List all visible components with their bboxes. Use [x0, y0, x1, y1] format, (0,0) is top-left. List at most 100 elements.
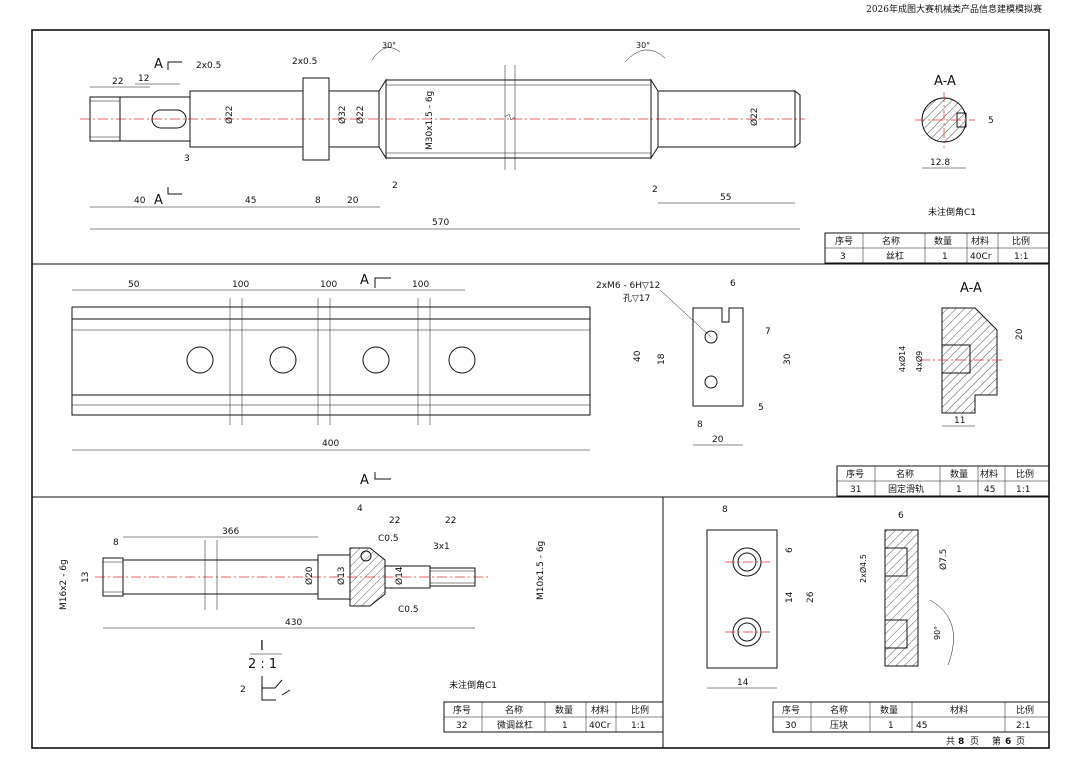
- svg-text:32: 32: [456, 721, 467, 731]
- svg-text:4xØ14: 4xØ14: [897, 346, 907, 372]
- svg-text:4xØ9: 4xØ9: [914, 351, 924, 372]
- svg-text:12.8: 12.8: [930, 158, 950, 168]
- svg-text:40: 40: [134, 196, 146, 206]
- svg-text:A: A: [154, 193, 163, 208]
- svg-text:名称: 名称: [830, 704, 848, 716]
- svg-text:2: 2: [392, 181, 398, 191]
- svg-text:M16x2 - 6g: M16x2 - 6g: [59, 559, 69, 610]
- svg-text:材料: 材料: [980, 468, 998, 480]
- svg-text:100: 100: [412, 280, 429, 290]
- svg-text:序号: 序号: [835, 235, 853, 247]
- svg-text:400: 400: [322, 439, 339, 449]
- svg-text:2x0.5: 2x0.5: [292, 57, 317, 67]
- svg-text:8: 8: [722, 505, 728, 515]
- svg-text:22: 22: [112, 77, 123, 87]
- svg-text:2:1: 2:1: [1016, 721, 1030, 731]
- svg-text:1: 1: [942, 252, 948, 262]
- svg-text:材料: 材料: [591, 704, 609, 716]
- svg-text:55: 55: [720, 193, 731, 203]
- part3-drawing: 22 12 A 2x0.5 2x0.5 30° 30° Ø22 Ø32 Ø22 …: [80, 41, 994, 230]
- svg-text:Ø7.5: Ø7.5: [938, 549, 949, 570]
- svg-text:20: 20: [347, 196, 359, 206]
- svg-text:1:1: 1:1: [631, 721, 645, 731]
- svg-text:名称: 名称: [882, 235, 900, 247]
- part30-drawing: 8 6 26 14 14 6 2xØ4.5 Ø7.5 90°: [706, 505, 954, 689]
- svg-text:序号: 序号: [846, 468, 864, 480]
- svg-text:孔▽17: 孔▽17: [623, 293, 650, 304]
- sheet-border: [31, 29, 1050, 749]
- svg-text:名称: 名称: [505, 704, 523, 716]
- svg-text:Ø20: Ø20: [304, 566, 315, 585]
- competition-title: 2026年成图大赛机械类产品信息建模模拟赛: [866, 5, 1042, 15]
- svg-text:3: 3: [840, 252, 846, 262]
- part32-title-block: 序号 名称 数量 材料 比例 32 微调丝杠 1 40Cr 1:1: [443, 701, 664, 733]
- svg-text:Ø14: Ø14: [394, 566, 405, 585]
- svg-text:页: 页: [1016, 736, 1025, 747]
- svg-text:8: 8: [315, 196, 321, 206]
- svg-text:100: 100: [320, 280, 337, 290]
- svg-text:2xM6 - 6H▽12: 2xM6 - 6H▽12: [596, 281, 660, 291]
- svg-text:未注倒角C1: 未注倒角C1: [928, 206, 976, 218]
- svg-text:M30x1.5 - 6g: M30x1.5 - 6g: [425, 91, 435, 150]
- svg-text:30: 30: [783, 353, 793, 365]
- svg-text:3x1: 3x1: [433, 542, 450, 552]
- svg-text:C0.5: C0.5: [398, 605, 419, 615]
- part31-drawing: 50 100 100 100 A 400 A 2xM6 - 6H▽12 孔▽17…: [71, 273, 1025, 488]
- svg-text:1:1: 1:1: [1016, 485, 1030, 495]
- svg-text:C0.5: C0.5: [378, 534, 399, 544]
- svg-text:材料: 材料: [950, 704, 968, 716]
- svg-text:6: 6: [898, 511, 904, 521]
- svg-text:40Cr: 40Cr: [970, 252, 992, 262]
- svg-text:18: 18: [657, 353, 667, 365]
- svg-text:A-A: A-A: [960, 281, 982, 296]
- svg-text:M10x1.5 - 6g: M10x1.5 - 6g: [536, 541, 546, 600]
- svg-text:50: 50: [128, 280, 140, 290]
- svg-text:31: 31: [850, 485, 861, 495]
- svg-text:30: 30: [785, 721, 797, 731]
- svg-text:3: 3: [184, 154, 190, 164]
- svg-text:Ø22: Ø22: [749, 107, 760, 126]
- svg-text:数量: 数量: [555, 704, 573, 716]
- svg-text:4: 4: [357, 504, 363, 514]
- svg-text:45: 45: [245, 196, 256, 206]
- svg-text:7: 7: [765, 327, 771, 337]
- svg-text:6: 6: [1005, 737, 1011, 747]
- svg-text:100: 100: [232, 280, 249, 290]
- svg-text:8: 8: [113, 538, 119, 548]
- svg-text:12: 12: [138, 74, 149, 84]
- part3-title-block: 序号 名称 数量 材料 比例 3 丝杠 1 40Cr 1:1: [824, 232, 1050, 264]
- svg-text:共: 共: [946, 736, 955, 747]
- svg-text:微调丝杠: 微调丝杠: [497, 719, 533, 731]
- svg-text:第: 第: [992, 735, 1001, 747]
- svg-text:22: 22: [445, 516, 456, 526]
- svg-text:5: 5: [758, 403, 764, 413]
- svg-text:14: 14: [737, 678, 749, 688]
- svg-text:2: 2: [652, 185, 658, 195]
- svg-text:1: 1: [956, 485, 962, 495]
- svg-text:页: 页: [970, 736, 979, 747]
- svg-text:2 : 1: 2 : 1: [248, 657, 277, 672]
- svg-text:A-A: A-A: [934, 74, 956, 89]
- svg-text:序号: 序号: [453, 704, 471, 716]
- svg-text:序号: 序号: [782, 704, 800, 716]
- part30-title-block: 序号 名称 数量 材料 比例 30 压块 1 45 2:1: [772, 701, 1050, 733]
- svg-text:Ø22: Ø22: [224, 105, 235, 124]
- svg-text:压块: 压块: [830, 719, 848, 731]
- svg-text:Ø22: Ø22: [355, 105, 366, 124]
- svg-text:比例: 比例: [1016, 468, 1034, 480]
- svg-text:90°: 90°: [933, 626, 942, 640]
- svg-text:570: 570: [432, 218, 449, 228]
- svg-text:40Cr: 40Cr: [589, 721, 611, 731]
- part32-drawing: M16x2 - 6g 8 13 366 4 22 22 C0.5 3x1 Ø20…: [59, 504, 546, 701]
- svg-text:8: 8: [697, 420, 703, 430]
- svg-text:22: 22: [389, 516, 400, 526]
- svg-text:未注倒角C1: 未注倒角C1: [449, 679, 497, 691]
- svg-text:6: 6: [785, 547, 795, 553]
- svg-text:比例: 比例: [631, 704, 649, 716]
- svg-text:数量: 数量: [950, 468, 968, 480]
- svg-text:1: 1: [888, 721, 894, 731]
- svg-text:I: I: [260, 639, 264, 654]
- svg-text:14: 14: [785, 591, 795, 603]
- svg-text:数量: 数量: [934, 235, 952, 247]
- svg-text:1: 1: [562, 721, 568, 731]
